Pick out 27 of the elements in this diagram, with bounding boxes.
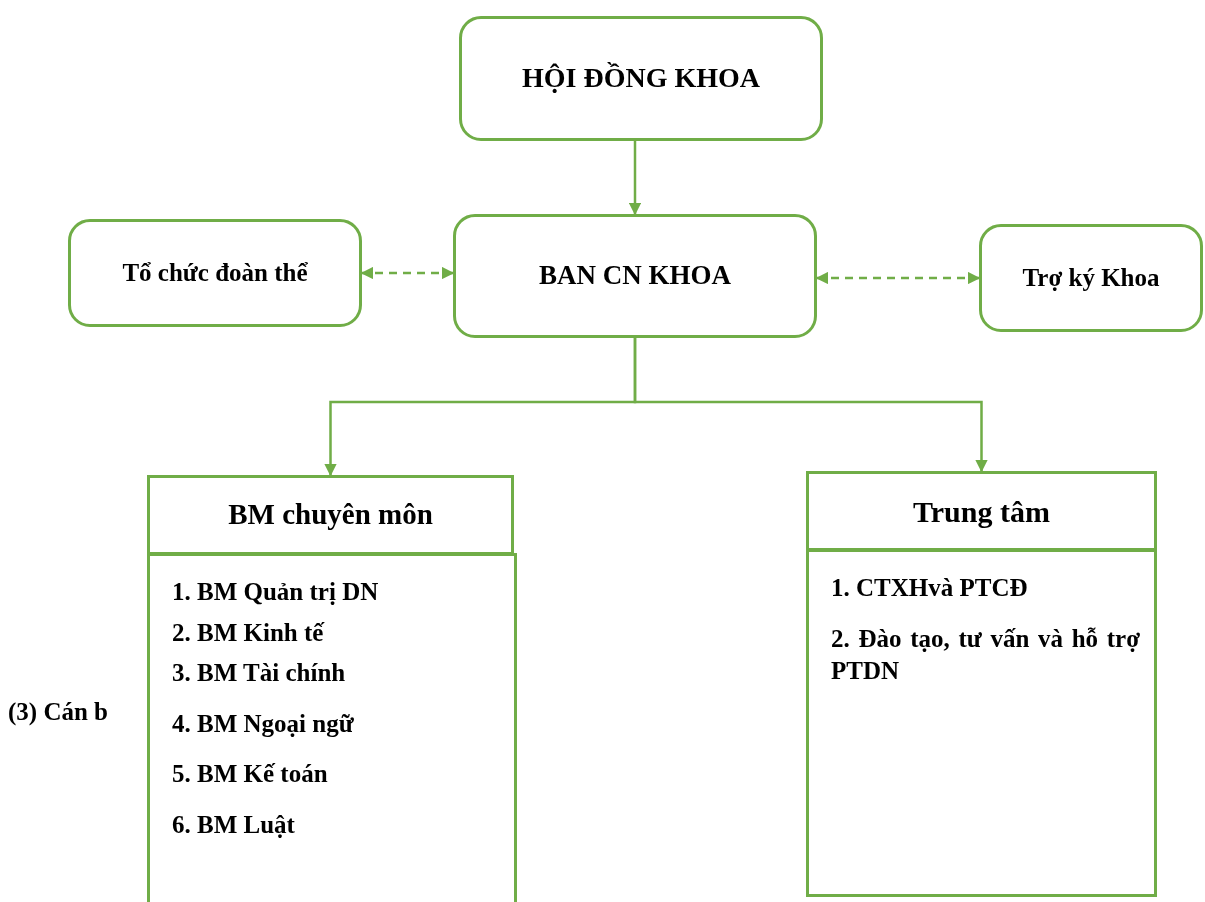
note-text: (3) Cán b: [8, 698, 108, 726]
node-title: Trợ ký Khoa: [1022, 262, 1160, 293]
connector-arrow: [633, 338, 988, 473]
list-box: [147, 553, 517, 902]
list-item: 3. BM Tài chính: [172, 658, 347, 688]
list-item: 4. BM Ngoại ngữ: [172, 708, 355, 739]
connector-arrow: [628, 141, 642, 216]
node-title: HỘI ĐỒNG KHOA: [522, 61, 760, 96]
list-item: 2. BM Kinh tế: [172, 617, 326, 648]
rounded-box: [979, 224, 1203, 332]
list-box: [806, 549, 1157, 897]
rounded-box: [459, 16, 823, 141]
list-item: 1. CTXHvà PTCĐ: [831, 573, 1029, 603]
node-title: Trung tâm: [913, 493, 1050, 530]
list-item: 1. BM Quản trị DN: [172, 577, 380, 607]
connector-arrow: [360, 266, 455, 280]
list-item: 6. BM Luật: [172, 809, 296, 840]
list-item: 2. Đào tạo, tư vấn và hỗ trợ PTDN: [831, 623, 1140, 686]
node-title: BM chuyên môn: [228, 497, 433, 533]
rounded-box: [453, 214, 817, 338]
header-box: [147, 475, 514, 555]
list-item: 5. BM Kế toán: [172, 759, 329, 789]
connector-arrow: [815, 271, 981, 285]
rounded-box: [68, 219, 362, 327]
node-title: Tổ chức đoàn thể: [122, 257, 308, 288]
node-title: BAN CN KHOA: [539, 259, 731, 293]
header-box: [806, 471, 1157, 551]
